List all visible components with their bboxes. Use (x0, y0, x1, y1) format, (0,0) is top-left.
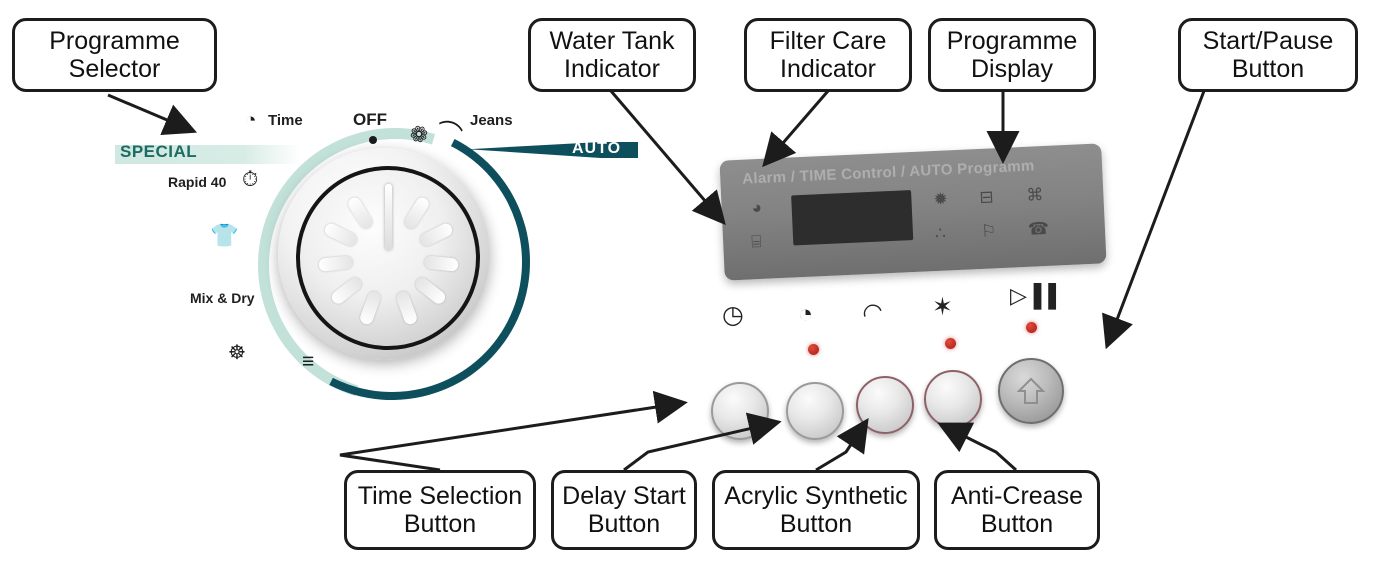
callout-line: Acrylic Synthetic (724, 482, 908, 510)
callout-line: Programme (946, 27, 1078, 55)
dial-tick (412, 275, 448, 307)
start-pause-button[interactable] (998, 358, 1064, 424)
anti-crease-icon: ✶ (932, 293, 953, 321)
callout-line: Time Selection (357, 482, 523, 510)
off-label: OFF (353, 110, 387, 129)
start-pause-led (1026, 322, 1037, 333)
time-clock-icon: ◔ (245, 110, 257, 131)
dial-pointer (384, 184, 392, 250)
anti-crease-button[interactable] (924, 370, 982, 428)
dial-tick (394, 289, 419, 327)
callout-programme-display[interactable]: Programme Display (928, 18, 1096, 92)
delay-clock-icon: ◔ (798, 300, 814, 328)
dial-tick (345, 195, 375, 231)
callout-line: Button (779, 510, 853, 538)
callout-line: Button (587, 510, 661, 538)
callout-line: Selector (68, 55, 161, 83)
cupboard-dry-icon: ∴ (934, 223, 947, 244)
dial-knob[interactable] (278, 148, 490, 360)
callout-line: Water Tank (549, 27, 675, 55)
dial-tick (357, 289, 382, 327)
callout-line: Filter Care (769, 27, 887, 55)
callout-line: Anti-Crease (951, 482, 1083, 510)
programme-selector-dial[interactable]: SPECIAL AUTO ◔ Time OFF Jeans ⌒ ❁ Rapid … (115, 79, 670, 451)
callout-acrylic-synthetic-button[interactable]: Acrylic Synthetic Button (712, 470, 920, 550)
callout-line: Programme (49, 27, 180, 55)
delay-start-led (808, 344, 819, 355)
special-band (115, 145, 300, 164)
drying-icon: ⊟ (978, 187, 995, 207)
dial-tick (417, 221, 454, 249)
acrylic-synthetic-button[interactable] (856, 376, 914, 434)
callout-line: Start/Pause (1202, 27, 1334, 55)
callout-line: Button (980, 510, 1054, 538)
callout-start-pause-button[interactable]: Start/Pause Button (1178, 18, 1358, 92)
clock-icon: ◷ (722, 301, 744, 329)
dial-tick (317, 255, 353, 272)
off-marker-dot (369, 136, 377, 144)
time-selection-button[interactable] (711, 382, 769, 440)
callout-line: Indicator (564, 55, 660, 83)
callout-line: Button (1231, 55, 1305, 83)
play-pause-icon: ▷▐▐ (1010, 283, 1056, 308)
callout-anti-crease-button[interactable]: Anti-Crease Button (934, 470, 1100, 550)
dial-tick (401, 195, 431, 231)
rapid-label: Rapid 40 (168, 174, 227, 190)
lcd-screen (791, 190, 914, 246)
anti-crease-phase-icon: ☎ (1027, 218, 1050, 239)
shirt-icon: 👕 (210, 222, 239, 248)
mix-and-dry-label: Mix & Dry (190, 290, 255, 306)
towels-icon: ≡ (302, 350, 315, 373)
auto-label: AUTO (572, 140, 622, 157)
jeans-label: Jeans (470, 112, 513, 129)
dial-knob-face[interactable] (296, 166, 480, 350)
delay-start-button[interactable] (786, 382, 844, 440)
delicates-icon: ☸ (228, 342, 246, 364)
cotton-icon: ❁ (407, 120, 431, 149)
callout-time-selection-button[interactable]: Time Selection Button (344, 470, 536, 550)
synthetic-icon: ◠ (858, 296, 887, 329)
callout-line: Indicator (780, 55, 876, 83)
cooling-icon: ✹ (933, 189, 949, 210)
dial-tick (322, 221, 359, 249)
filter-care-icon: ⌸ (750, 231, 762, 252)
dial-tick (423, 255, 459, 272)
callout-filter-care-indicator[interactable]: Filter Care Indicator (744, 18, 912, 92)
dial-tick (328, 275, 364, 307)
water-tank-icon: ◕ (751, 197, 763, 218)
callout-water-tank-indicator[interactable]: Water Tank Indicator (528, 18, 696, 92)
time-label: Time (268, 112, 303, 129)
extra-dry-icon: ⌘ (1025, 185, 1044, 205)
callout-programme-selector[interactable]: Programme Selector (12, 18, 217, 92)
programme-display-panel[interactable]: Alarm / TIME Control / AUTO Programm ◕ ⌸… (719, 143, 1107, 281)
start-pause-emblem-icon (1016, 377, 1046, 404)
callout-line: Delay Start (562, 482, 686, 510)
panel-header-text: Alarm / TIME Control / AUTO Programm (741, 157, 1035, 188)
anti-crease-led (945, 338, 956, 349)
callout-line: Display (971, 55, 1053, 83)
callout-delay-start-button[interactable]: Delay Start Button (551, 470, 697, 550)
iron-dry-icon: ⚐ (980, 221, 997, 241)
rapid-stopwatch-icon: ⏱ (242, 168, 259, 191)
special-label: SPECIAL (120, 142, 198, 161)
callout-line: Button (403, 510, 477, 538)
